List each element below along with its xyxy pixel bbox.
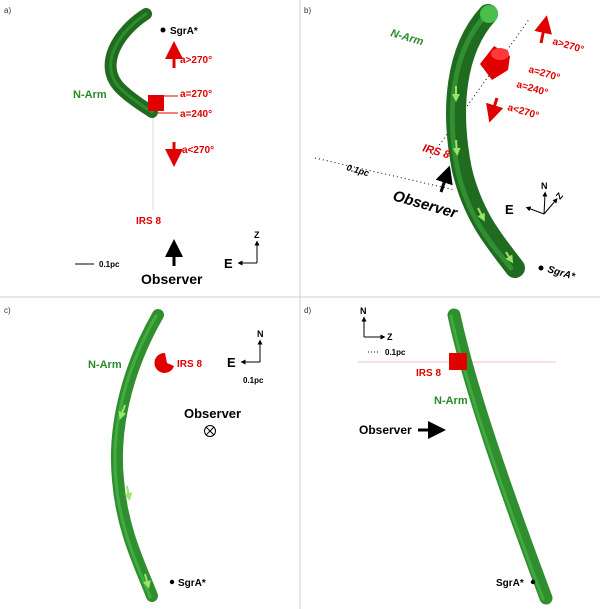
panel-a-tag: a) [4, 6, 11, 15]
panel-d-n-arm-label: N-Arm [434, 395, 468, 407]
panel-c-n-arm-label: N-Arm [88, 359, 122, 371]
panel-c-observer-label: Observer [184, 406, 241, 421]
panel-a-sgra-label: SgrA* [170, 26, 198, 37]
panel-a-label-a-gt: a>270° [180, 55, 212, 66]
panel-b-axis-e-label: E [505, 202, 514, 217]
panel-b-label-a-lt: a<270° [506, 102, 540, 121]
panel-c-n-arm-tube [110, 309, 164, 602]
panel-d-axis-n-label: N [360, 306, 367, 316]
panel-b-irs8-label: IRS 8 [421, 142, 452, 161]
panel-b-tube-end [480, 5, 498, 23]
panel-b-observer-arrow [435, 165, 453, 193]
panel-a-scale-label: 0.1pc [99, 260, 120, 269]
panel-c-sgra-dot [169, 579, 175, 585]
panel-a-n-arm-highlight [109, 12, 154, 114]
panel-c-axis-e-label: E [227, 355, 236, 370]
panel-c-flow-arrow-1 [118, 404, 127, 420]
panel-a-label-a-270: a=270° [180, 89, 212, 100]
panel-b-sgra-dot [538, 265, 544, 271]
panel-a-axis-e-label: E [224, 256, 233, 271]
panel-b-arrow-up [534, 15, 552, 44]
panel-b-scale-label: 0.1pc [345, 162, 370, 178]
panel-d-observer-label: Observer [359, 423, 412, 437]
panel-c-irs8-shape [154, 352, 174, 373]
panel-a-axis-z-label: Z [254, 230, 260, 240]
panel-a-irs8-cube [148, 95, 164, 111]
panel-b-arrow-down [486, 97, 504, 123]
panel-c-n-arm-highlight [113, 314, 158, 599]
panel-d-n-arm-highlight [449, 314, 545, 601]
panel-a: a) SgrA* a>270° a=270° a=240° a<270° N-A… [4, 6, 260, 287]
panel-c-scale-label: 0.1pc [243, 376, 264, 385]
panel-d-sgra-label: SgrA* [496, 578, 524, 589]
panel-a-sgra-dot [160, 27, 166, 33]
panel-c-observer-symbol [204, 425, 216, 437]
panel-b-axis-z [543, 198, 558, 215]
panel-b-axis-e [525, 206, 545, 215]
panel-b: b) a>270° a=270° a=240° a<270° N-Arm IRS… [304, 4, 585, 283]
panel-c: c) N-Arm IRS 8 N E 0.1pc Observer SgrA* [4, 306, 264, 602]
panel-d-irs8-label: IRS 8 [416, 368, 441, 379]
panel-b-axis-z-label: Z [554, 190, 566, 201]
panel-b-label-a-270: a=270° [527, 64, 561, 83]
panel-b-dotted-line-2 [429, 17, 531, 159]
panel-a-label-a-240: a=240° [180, 109, 212, 120]
panel-c-irs8-label: IRS 8 [177, 359, 202, 370]
panel-b-axis-n-label: N [541, 181, 548, 191]
panel-c-flow-arrow-3 [143, 573, 151, 589]
panel-b-axis-n [542, 191, 548, 215]
panel-d-scale-label: 0.1pc [385, 348, 406, 357]
panel-a-label-a-lt: a<270° [182, 145, 214, 156]
panel-c-sgra-label: SgrA* [178, 578, 206, 589]
panel-b-dotted-line-1 [314, 157, 456, 191]
panel-d-irs8-cube [449, 353, 467, 370]
panel-b-flow-arrow-3 [477, 207, 485, 222]
panel-b-observer-label: Observer [391, 188, 460, 223]
panel-c-flow-arrow-2 [124, 485, 133, 501]
panel-b-flow-arrow-2 [452, 139, 461, 156]
panel-b-n-arm-label: N-Arm [389, 27, 425, 48]
panel-d-axis-z-label: Z [387, 332, 393, 342]
panel-b-flow-arrow-4 [505, 251, 514, 264]
panel-c-observer-cross-2 [205, 426, 215, 436]
panel-b-n-arm-highlight [449, 13, 514, 271]
panel-b-label-a-240: a=240° [515, 79, 549, 98]
panel-c-tag: c) [4, 306, 11, 315]
panel-a-n-arm-label: N-Arm [73, 89, 107, 101]
panel-d-sgra-dot [530, 579, 536, 585]
panel-b-tag: b) [304, 6, 311, 15]
panel-c-axis-n-label: N [257, 329, 264, 339]
panel-b-irs8-top [491, 48, 509, 60]
panel-d: d) N Z 0.1pc IRS 8 N-Arm Observer SgrA* [304, 306, 556, 605]
panel-a-observer-label: Observer [141, 271, 203, 287]
panel-b-sgra-label: SgrA* [546, 264, 577, 283]
panel-d-tag: d) [304, 306, 311, 315]
panel-b-label-a-gt: a>270° [551, 36, 585, 55]
panel-d-n-arm-tube [447, 308, 553, 605]
panel-a-irs8-label: IRS 8 [136, 216, 161, 227]
